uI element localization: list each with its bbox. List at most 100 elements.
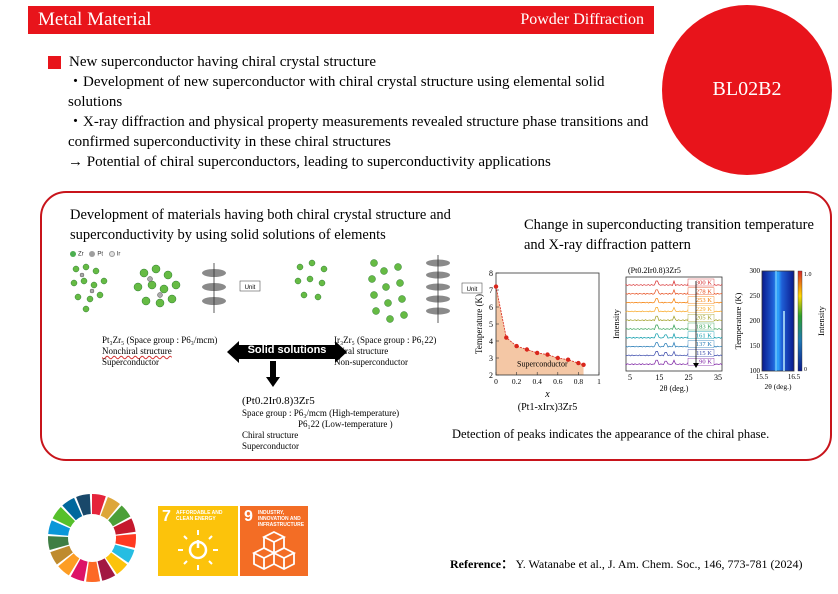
tc-point (535, 350, 540, 356)
sdg-wheel-segment (70, 559, 88, 582)
tc-series-line (495, 286, 584, 366)
tc-xtick-label: 0 (494, 377, 498, 386)
xrd-series-label: 229 K (696, 306, 712, 313)
xrd-ylabel: Intensity (612, 308, 621, 338)
summary-title: New superconductor having chiral crystal… (69, 54, 376, 70)
mixed-property: Superconductor (242, 441, 299, 451)
ir3zr5-structure: chiral structure (334, 346, 389, 356)
xrd-series-label-box (687, 287, 715, 295)
tc-ytick-label: 6 (489, 303, 493, 312)
xrd-series-label-box (687, 357, 715, 366)
header-bar: Metal Material Powder Diffraction (28, 6, 654, 34)
sdg-wheel-segment (58, 553, 80, 576)
sun-power-icon (178, 530, 218, 570)
beamline-label: BL02B2 (712, 78, 782, 100)
heatmap-ylabel: Temperature (K) (733, 292, 743, 349)
summary-point-2: ・X-ray diffraction and physical property… (68, 114, 649, 150)
sdg-wheel-segment (113, 518, 136, 535)
xrd-series-label: 161 K (696, 332, 712, 339)
xrd-plot-frame (625, 276, 723, 372)
summary-point-1: ・Development of new superconductor with … (68, 74, 605, 110)
zr-legend-label: Zr (78, 251, 84, 258)
sdg-wheel-segment (50, 545, 73, 565)
cubes-icon (252, 530, 296, 571)
ir-atom-icon (108, 251, 115, 257)
xrd-series-label: 137 K (696, 341, 712, 348)
sdg-7-title: AFFORDABLE AND CLEAN ENERGY (176, 510, 223, 522)
ir3zr5-info: Ir₃Zr₅ (Space group : P6₁22) chiral stru… (334, 335, 464, 368)
tc-point (524, 347, 530, 352)
tc-xtick-label: 0.8 (574, 377, 584, 386)
tc-ylabel: Temperature (K) (474, 294, 484, 354)
mixed-compound-info: (Pt0.2Ir0.8)3Zr5 Space group : P6₃/mcm (… (242, 395, 442, 452)
ir3zr5-property: Non-superconductor (334, 357, 408, 367)
tc-xlabel-formula: (Pt1-xIrx)3Zr5 (518, 402, 577, 413)
heatmap-xtick-label: 15.5 (756, 373, 769, 381)
xrd-series-label: 253 K (696, 297, 712, 304)
sdg-9-number: 9 (244, 508, 253, 525)
down-arrow-icon (266, 361, 280, 387)
tc-ytick-label: 4 (489, 337, 493, 346)
xrd-series-label-box (687, 322, 715, 331)
mixed-structure: Chiral structure (242, 430, 299, 440)
tc-point (545, 352, 550, 357)
reference-label: Reference (450, 557, 502, 571)
heatmap-ytick-label: 300 (750, 267, 761, 275)
sdg-wheel-segment (86, 561, 101, 582)
tc-annotation: Superconductor (517, 360, 568, 369)
heatmap-image (761, 270, 795, 372)
unit-label-left: Unit (245, 285, 256, 291)
mixed-space-group-high: Space group : P6₃/mcm (High-temperature) (242, 408, 400, 418)
ir-legend-label: Ir (116, 251, 121, 258)
tc-ytick-label: 8 (489, 269, 493, 278)
sdg-wheel-segment (111, 544, 135, 563)
ir3zr5-structure-image: Unit (294, 255, 483, 323)
sdg-wheel-icon (48, 494, 136, 582)
pt-legend-label: Pt (97, 251, 104, 258)
sdg-wheel-segment (97, 558, 116, 581)
reference-text: Y. Watanabe et al., J. Am. Chem. Soc., 1… (515, 557, 803, 571)
detection-caption: Detection of peaks indicates the appeara… (452, 427, 770, 441)
xrd-series-label: 300 K (696, 280, 712, 287)
tc-point (504, 335, 509, 340)
xrd-series-label-box (687, 314, 715, 322)
summary-point-3: → Potential of chiral superconductors, l… (68, 154, 551, 170)
xrd-xtick-label: 15 (655, 373, 663, 382)
tc-xtick-label: 1 (597, 377, 601, 386)
xrd-series-label-box (687, 296, 715, 304)
tc-ytick-label: 7 (489, 286, 493, 295)
xrd-series-label: 278 K (696, 288, 712, 295)
heatmap-ytick-label: 150 (750, 342, 761, 350)
pt3zr5-structure-image: Unit (70, 263, 261, 313)
summary-title-row: New superconductor having chiral crystal… (48, 52, 658, 72)
solid-solutions-arrow (227, 341, 347, 363)
xrd-series-label-box (687, 349, 715, 357)
colorbar-tick-label: 0 (804, 367, 807, 373)
xrd-series-label: 90 K (699, 359, 712, 366)
xrd-arrow-head (693, 363, 699, 368)
mixed-compound-name: (Pt0.2Ir0.8)3Zr5 (242, 395, 315, 407)
sdg-wheel-segment (52, 507, 75, 528)
xrd-series-label: 115 K (696, 350, 712, 357)
beamline-badge: BL02B2 (662, 5, 832, 175)
heatmap-xtick-label: 16.5 (788, 373, 801, 381)
colorbar-label: Intensity (816, 305, 826, 335)
pt3zr5-property: Superconductor (102, 357, 159, 367)
xrd-title: (Pt0.2Ir0.8)3Zr5 (628, 266, 681, 275)
xrd-series-label-box (687, 305, 715, 313)
ir3zr5-name: Ir₃Zr₅ (Space group : P6₁22) (334, 335, 437, 345)
sdg-wheel-segment (76, 494, 91, 516)
tc-point (576, 360, 581, 366)
sdg-9-badge: 9 INDUSTRY, INNOVATION AND INFRASTRUCTUR… (240, 506, 308, 576)
heatmap-ytick-label: 100 (750, 367, 761, 375)
xrd-xtick-label: 5 (628, 373, 632, 382)
superconductor-region (496, 286, 584, 375)
atom-legend: Zr Pt Ir (66, 251, 120, 258)
sdg-wheel-segment (108, 505, 131, 527)
tc-ytick-label: 2 (489, 371, 493, 380)
sdg-7-number: 7 (162, 508, 171, 525)
materials-title: Development of materials having both chi… (70, 207, 451, 243)
